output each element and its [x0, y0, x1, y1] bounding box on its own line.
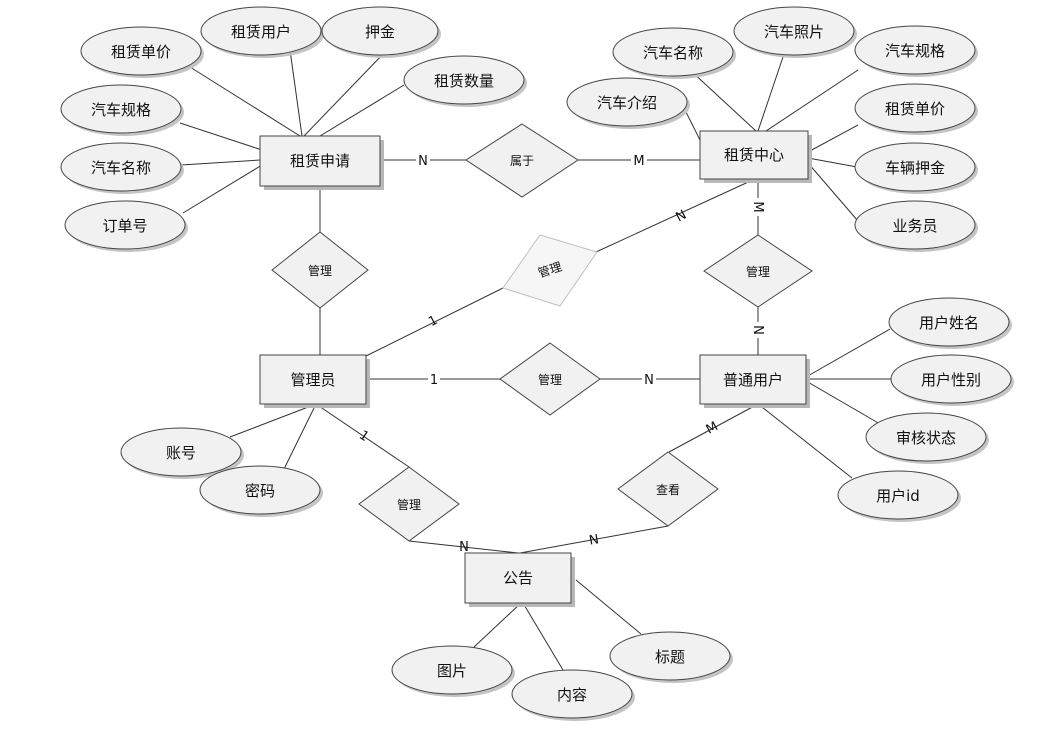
attr-app-order-no[interactable]: 订单号 [64, 200, 188, 252]
relation-belongs-to[interactable]: 属于 [465, 123, 579, 198]
cardinality-user-view: M [704, 419, 721, 438]
attr-label: 业务员 [892, 217, 937, 235]
attr-label: 账号 [166, 444, 196, 462]
attr-label: 汽车规格 [885, 42, 945, 60]
cardinality-admin-user: 1 [430, 373, 438, 388]
relation-manage-user[interactable]: 管理 [499, 342, 601, 416]
attr-app-car-spec[interactable]: 汽车规格 [60, 84, 184, 136]
cardinality-announce-admin: N [459, 540, 469, 555]
attr-app-car-name[interactable]: 汽车名称 [60, 142, 184, 194]
cardinality-admin-announce: 1 [356, 428, 371, 445]
attr-announce-image[interactable]: 图片 [391, 645, 515, 697]
relation-label: 管理 [746, 264, 770, 279]
attr-label: 用户id [876, 487, 920, 505]
attr-label: 租赁数量 [434, 72, 494, 90]
attr-user-gender[interactable]: 用户性别 [890, 354, 1014, 406]
relation-label: 管理 [538, 372, 562, 387]
cardinality-center-user-top: M [750, 201, 765, 212]
attr-label: 汽车名称 [91, 159, 151, 177]
relation-manage-announcement[interactable]: 管理 [358, 466, 460, 542]
relation-label: 查看 [656, 483, 680, 497]
relation-label: 管理 [308, 263, 332, 278]
entity-announcement[interactable]: 公告 [464, 552, 575, 607]
relation-manage-application[interactable]: 管理 [271, 231, 369, 309]
attr-center-car-name[interactable]: 汽车名称 [612, 27, 736, 79]
entity-label: 公告 [503, 569, 533, 587]
attr-label: 车辆押金 [885, 159, 945, 177]
attr-label: 汽车名称 [643, 44, 703, 62]
cardinality-admin-center: 1 [426, 313, 440, 330]
attr-label: 图片 [437, 662, 467, 680]
attr-center-car-spec[interactable]: 汽车规格 [854, 25, 978, 77]
attr-announce-content[interactable]: 内容 [511, 669, 635, 721]
attr-label: 用户性别 [921, 371, 981, 389]
attr-app-unit-price[interactable]: 租赁单价 [80, 26, 204, 78]
cardinality-center-belongs: M [633, 154, 644, 169]
connector-lines [179, 49, 892, 671]
attr-label: 用户姓名 [919, 314, 979, 332]
attr-user-audit-status[interactable]: 审核状态 [865, 412, 989, 464]
relation-manage-center-user[interactable]: 管理 [703, 234, 813, 308]
attr-label: 汽车介绍 [597, 94, 657, 112]
attr-label: 租赁单价 [111, 43, 171, 61]
relation-label: 管理 [536, 259, 563, 281]
attr-center-salesperson[interactable]: 业务员 [854, 200, 978, 252]
attr-label: 内容 [557, 686, 587, 704]
attr-center-unit-price[interactable]: 租赁单价 [854, 83, 978, 135]
cardinality-announce-view: N [588, 532, 600, 548]
attr-label: 租赁单价 [885, 100, 945, 118]
cardinality-user-admin: N [644, 373, 654, 388]
attr-center-car-photo[interactable]: 汽车照片 [733, 6, 857, 58]
attr-app-rental-user[interactable]: 租赁用户 [200, 6, 324, 58]
cardinality-labels: N M N 1 M N 1 N 1 N M N [356, 152, 765, 555]
attr-label: 汽车规格 [91, 101, 151, 119]
attr-label: 押金 [365, 23, 395, 41]
attr-app-quantity[interactable]: 租赁数量 [403, 55, 527, 107]
attr-label: 审核状态 [896, 429, 956, 447]
entity-label: 普通用户 [723, 371, 783, 389]
attr-center-car-intro[interactable]: 汽车介绍 [566, 77, 690, 129]
relation-view[interactable]: 查看 [617, 451, 719, 527]
entity-label: 租赁中心 [724, 146, 784, 164]
attr-app-deposit[interactable]: 押金 [321, 6, 441, 58]
cardinality-center-user-bottom: N [750, 325, 765, 335]
relation-label: 管理 [397, 497, 421, 512]
attr-label: 订单号 [102, 217, 147, 235]
entity-label: 管理员 [290, 371, 335, 389]
entity-rental-center[interactable]: 租赁中心 [699, 130, 812, 183]
attr-user-id[interactable]: 用户id [837, 470, 961, 522]
relation-manage-center[interactable]: 管理 [502, 234, 598, 307]
attr-center-vehicle-deposit[interactable]: 车辆押金 [854, 142, 978, 194]
attr-admin-account[interactable]: 账号 [120, 427, 244, 479]
attr-label: 租赁用户 [231, 23, 291, 41]
attr-admin-password[interactable]: 密码 [199, 465, 323, 517]
entity-label: 租赁申请 [290, 152, 350, 170]
entity-admin[interactable]: 管理员 [259, 354, 370, 408]
attr-user-name[interactable]: 用户姓名 [888, 297, 1012, 349]
cardinality-app-belongs: N [418, 154, 428, 169]
attr-label: 标题 [655, 648, 685, 666]
relation-label: 属于 [510, 154, 534, 168]
attr-label: 密码 [245, 482, 275, 500]
entity-regular-user[interactable]: 普通用户 [699, 354, 810, 408]
entity-rental-application[interactable]: 租赁申请 [259, 135, 384, 190]
attr-announce-title[interactable]: 标题 [609, 631, 733, 683]
attr-label: 汽车照片 [764, 23, 824, 41]
